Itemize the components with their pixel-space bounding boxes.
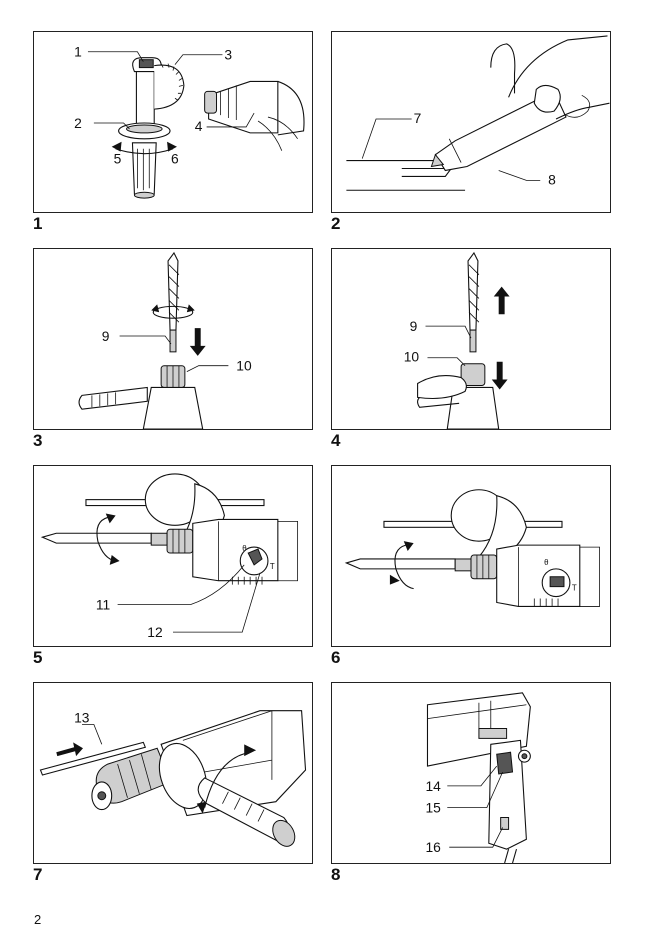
figure-2-panel: 7 8 bbox=[331, 31, 611, 213]
svg-text:T: T bbox=[270, 562, 275, 571]
callout-4: 4 bbox=[195, 118, 203, 134]
callout-2: 2 bbox=[74, 115, 82, 131]
callout-5: 5 bbox=[114, 151, 122, 167]
callout-11: 11 bbox=[96, 596, 111, 612]
figure-5-panel: θ T 11 12 bbox=[33, 465, 313, 647]
figure-7-panel: 13 bbox=[33, 682, 313, 864]
figure-2-illustration: 7 8 bbox=[346, 35, 610, 191]
figure-7-illustration: 13 bbox=[39, 710, 307, 847]
callout-12: 12 bbox=[147, 624, 162, 640]
figure-1-illustration: 1 2 3 4 5 6 bbox=[74, 44, 305, 199]
figure-3-illustration: 9 10 bbox=[78, 251, 252, 429]
callout-9: 9 bbox=[102, 328, 110, 344]
callout-14: 14 bbox=[426, 778, 442, 794]
callout-8: 8 bbox=[548, 171, 556, 187]
figure-8-illustration: 14 15 16 bbox=[426, 692, 531, 863]
svg-text:T: T bbox=[572, 584, 577, 593]
figure-1-number: 1 bbox=[33, 214, 43, 233]
figure-6-panel: θ T bbox=[331, 465, 611, 647]
figure-3-number: 3 bbox=[33, 431, 43, 450]
callout-9-fig4: 9 bbox=[410, 318, 418, 334]
page-number: 2 bbox=[34, 912, 42, 927]
svg-text:θ: θ bbox=[544, 558, 548, 567]
callout-6: 6 bbox=[171, 151, 179, 167]
figure-4-number: 4 bbox=[331, 431, 341, 450]
figure-6-number: 6 bbox=[331, 648, 341, 667]
figure-8-panel: 14 15 16 bbox=[331, 682, 611, 864]
figure-4-illustration: 9 10 bbox=[404, 251, 510, 429]
figure-1-panel: 1 2 3 4 5 6 bbox=[33, 31, 313, 213]
figure-5-illustration: θ T 11 12 bbox=[40, 473, 299, 640]
figure-8-number: 8 bbox=[331, 865, 341, 884]
callout-10-fig4: 10 bbox=[404, 349, 420, 365]
figure-4-panel: 9 10 bbox=[331, 248, 611, 430]
figure-6-illustration: θ T bbox=[344, 489, 600, 607]
callout-13: 13 bbox=[74, 710, 90, 726]
figure-5-number: 5 bbox=[33, 648, 43, 667]
figure-3-panel: 9 10 bbox=[33, 248, 313, 430]
svg-text:θ: θ bbox=[242, 544, 246, 553]
callout-10: 10 bbox=[236, 358, 252, 374]
callout-1: 1 bbox=[74, 44, 82, 60]
figure-7-number: 7 bbox=[33, 865, 43, 884]
callout-15: 15 bbox=[426, 800, 442, 816]
callout-7: 7 bbox=[414, 110, 422, 126]
callout-16: 16 bbox=[426, 839, 442, 855]
figure-2-number: 2 bbox=[331, 214, 341, 233]
callout-3: 3 bbox=[224, 47, 232, 63]
